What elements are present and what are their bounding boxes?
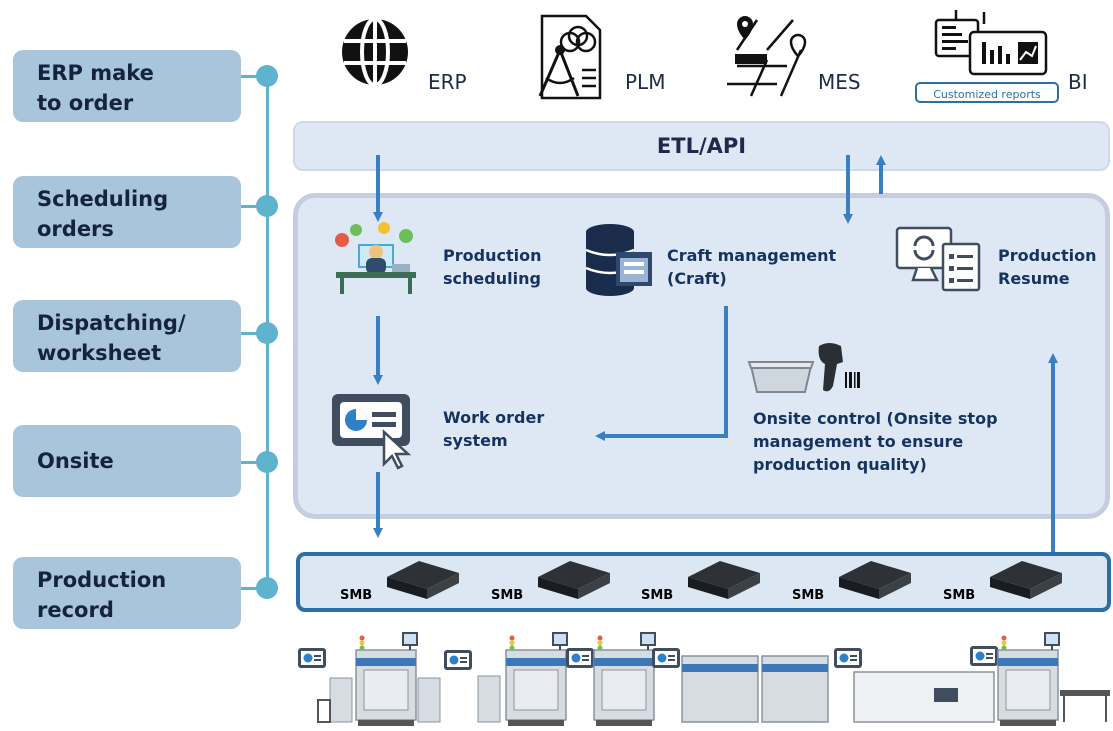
smb-label: SMB bbox=[491, 588, 524, 603]
stage-label-line1: Dispatching/ bbox=[37, 311, 186, 335]
label-line: management to ensure bbox=[753, 432, 964, 451]
scheduling-worker-icon bbox=[335, 222, 416, 294]
work-order-screen-icon bbox=[332, 394, 412, 470]
stage-label-line1: Onsite bbox=[37, 449, 114, 473]
tray-scanner-icon bbox=[747, 343, 860, 393]
system-label-bi: BI bbox=[1068, 70, 1088, 94]
smb-label: SMB bbox=[641, 588, 674, 603]
customized-reports-badge: Customized reports bbox=[915, 82, 1059, 103]
stage-label-line1: Scheduling bbox=[37, 187, 169, 211]
compass-document-icon bbox=[538, 14, 602, 100]
system-label-mes: MES bbox=[818, 70, 861, 94]
production-line-illustration bbox=[298, 631, 1110, 727]
stage-connector bbox=[241, 587, 267, 590]
stage-connector bbox=[241, 205, 267, 208]
smb-device-icon bbox=[990, 561, 1062, 599]
stage-scheduling-orders: Scheduling orders bbox=[13, 176, 241, 248]
stage-dot bbox=[256, 322, 278, 344]
label-line: (Craft) bbox=[667, 269, 727, 288]
dashboard-monitor-icon bbox=[934, 10, 1048, 76]
system-label-erp: ERP bbox=[428, 70, 467, 94]
label-line: scheduling bbox=[443, 269, 541, 288]
stage-onsite: Onsite bbox=[13, 425, 241, 497]
stage-label-line2: record bbox=[37, 598, 114, 622]
smb-device-icon bbox=[688, 561, 760, 599]
stage-connector bbox=[241, 75, 267, 78]
smb-label: SMB bbox=[943, 588, 976, 603]
label-line: production quality) bbox=[753, 455, 927, 474]
arrow-craft-to-workorder bbox=[595, 306, 728, 441]
label-line: system bbox=[443, 431, 508, 450]
stage-label-line2: worksheet bbox=[37, 341, 162, 365]
stage-connector bbox=[241, 461, 267, 464]
stage-dot bbox=[256, 577, 278, 599]
database-icon bbox=[585, 224, 652, 296]
smb-device-icon bbox=[538, 561, 610, 599]
production-resume-label: Production Resume bbox=[998, 244, 1096, 290]
onsite-control-label: Onsite control (Onsite stop management t… bbox=[753, 407, 998, 476]
stage-dot bbox=[256, 65, 278, 87]
stage-connector bbox=[241, 332, 267, 335]
etl-api-bar: ETL/API bbox=[293, 121, 1110, 171]
map-route-icon bbox=[727, 16, 807, 97]
stage-label-line1: Production bbox=[37, 568, 167, 592]
monitor-checklist-icon bbox=[895, 226, 981, 292]
label-line: Onsite control (Onsite stop bbox=[753, 409, 998, 428]
stage-erp-make-to-order: ERP make to order bbox=[13, 50, 241, 122]
label-line: Craft management bbox=[667, 246, 837, 265]
stage-label-line2: orders bbox=[37, 217, 114, 241]
craft-management-label: Craft management (Craft) bbox=[667, 244, 836, 290]
label-line: Production bbox=[443, 246, 542, 265]
label-line: Production bbox=[998, 246, 1097, 265]
stage-label-line2: to order bbox=[37, 91, 134, 115]
production-scheduling-label: Production scheduling bbox=[443, 244, 541, 290]
stage-dot bbox=[256, 195, 278, 217]
smb-label: SMB bbox=[340, 588, 373, 603]
system-label-plm: PLM bbox=[625, 70, 666, 94]
stage-dispatching-worksheet: Dispatching/ worksheet bbox=[13, 300, 241, 372]
work-order-system-label: Work order system bbox=[443, 406, 544, 452]
stage-production-record: Production record bbox=[13, 557, 241, 629]
smb-device-icon bbox=[387, 561, 459, 599]
globe-icon bbox=[342, 17, 408, 87]
smb-label: SMB bbox=[792, 588, 825, 603]
stage-label-line1: ERP make bbox=[37, 61, 154, 85]
stage-dot bbox=[256, 451, 278, 473]
smb-device-icon bbox=[839, 561, 911, 599]
label-line: Work order bbox=[443, 408, 545, 427]
label-line: Resume bbox=[998, 269, 1070, 288]
